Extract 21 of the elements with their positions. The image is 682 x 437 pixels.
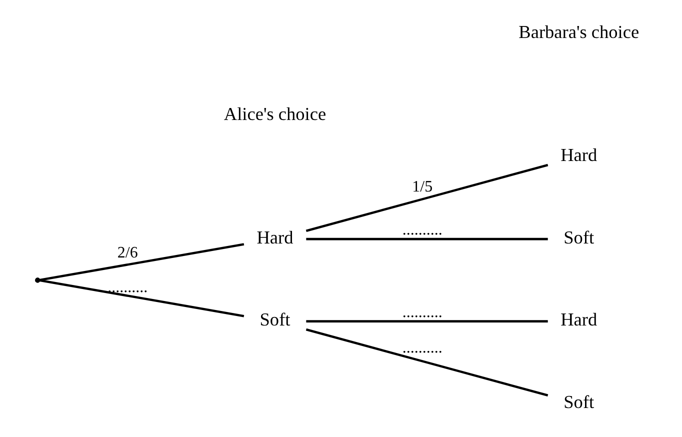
edge-label: 1/5 bbox=[412, 178, 432, 196]
node-text: Hard bbox=[560, 310, 597, 330]
edge-label: .......... bbox=[402, 304, 442, 321]
connector bbox=[306, 320, 548, 322]
node-point bbox=[34, 278, 40, 283]
connector bbox=[305, 164, 548, 232]
node-text: Hard bbox=[560, 145, 597, 166]
edge-label: .......... bbox=[107, 278, 148, 296]
node-text: Hard bbox=[256, 227, 293, 248]
label: Alice's choice bbox=[223, 104, 326, 124]
node-text: Soft bbox=[563, 227, 594, 248]
connector bbox=[306, 238, 548, 240]
edge-label: .......... bbox=[402, 339, 442, 356]
edge-label: 2/6 bbox=[116, 244, 138, 262]
connector bbox=[39, 279, 244, 318]
connector bbox=[305, 328, 548, 397]
label: Barbara's choice bbox=[518, 22, 639, 42]
edge-label: .......... bbox=[402, 222, 442, 239]
node-text: Soft bbox=[259, 310, 290, 330]
node-text: Soft bbox=[563, 392, 594, 412]
connector bbox=[39, 243, 244, 282]
